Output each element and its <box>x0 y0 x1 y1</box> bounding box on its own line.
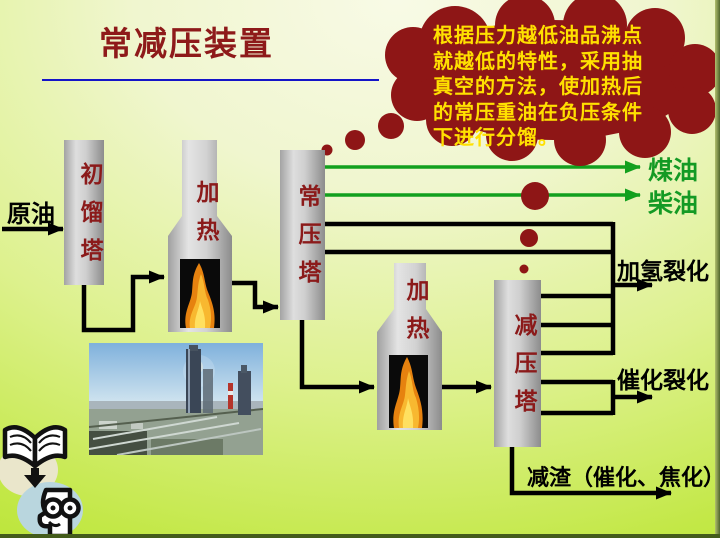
callout-line: 的常压重油在负压条件 <box>433 101 643 124</box>
callout-text: 根据压力越低油品沸点 就越低的特性，采用抽 真空的方法，使加热后 的常压重油在负… <box>433 24 669 152</box>
heater1-label: 加热 <box>193 180 218 256</box>
callout-line: 下进行分馏。 <box>433 127 559 149</box>
feed-label: 原油 <box>7 202 55 228</box>
furnace-2 <box>377 263 442 430</box>
title-underline <box>42 79 379 81</box>
reader-clipart-icon <box>0 425 83 538</box>
product-green-lines <box>325 160 641 202</box>
output-label-residue: 减渣（催化、焦化） <box>527 465 720 490</box>
thought-trail-dot <box>345 130 365 150</box>
flame-icon <box>393 357 423 428</box>
down-arrow-icon <box>24 468 46 488</box>
residue-arrow <box>509 445 672 500</box>
tower2-label: 常压塔 <box>295 184 320 298</box>
output-label-hydrocracking: 加氢裂化 <box>617 259 709 284</box>
tower3-label: 减压塔 <box>511 313 536 427</box>
callout-line: 就越低的特性，采用抽 <box>433 50 643 73</box>
tower-vacuum <box>494 280 541 447</box>
open-book-icon <box>2 425 68 469</box>
page-title: 常减压装置 <box>99 27 274 63</box>
furnace-1 <box>168 140 232 332</box>
pipe-tower1-to-heater1 <box>81 270 165 333</box>
slide-right-edge <box>715 0 720 538</box>
pipes-layer <box>2 221 672 500</box>
pipe-heater1-to-tower2 <box>229 280 279 314</box>
tower-atmospheric <box>280 150 325 320</box>
refinery-photo <box>89 343 263 455</box>
reader-face-icon <box>37 487 81 538</box>
callout-line: 根据压力越低油品沸点 <box>433 25 643 47</box>
slide-bottom-edge <box>0 534 720 538</box>
output-label-catalytic-cracking: 催化裂化 <box>617 368 709 393</box>
output-label-kerosene: 煤油 <box>648 158 699 185</box>
decorative-dots <box>519 182 549 274</box>
callout-line: 真空的方法，使加热后 <box>433 76 643 98</box>
tower1-label: 初馏塔 <box>77 162 102 276</box>
tower-initial-distillation <box>64 140 104 285</box>
heater2-label: 加热 <box>403 278 428 354</box>
flame-icon <box>185 263 215 328</box>
output-label-diesel: 柴油 <box>648 191 699 218</box>
thought-bubble <box>321 0 720 166</box>
pipe-tower2-to-heater2 <box>299 318 375 394</box>
thought-trail-dot <box>378 113 404 139</box>
